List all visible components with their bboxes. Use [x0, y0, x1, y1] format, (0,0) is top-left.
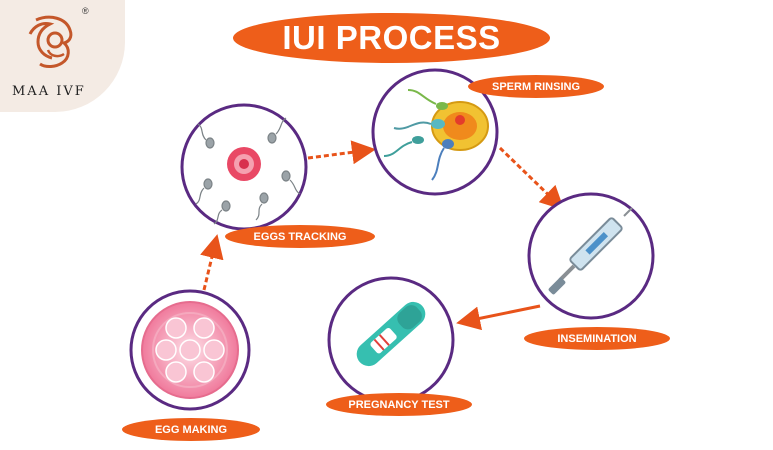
egg-with-sperm-icon — [195, 117, 301, 225]
diagram-title: IUI PROCESS — [233, 13, 550, 63]
brand-logo: ® MAA IVF — [0, 0, 125, 112]
arrow-egg-making-to-eggs-tracking — [200, 234, 224, 291]
step-circle-eggs-tracking — [180, 103, 308, 231]
sperm-penetrating-egg-icon — [383, 89, 489, 181]
pregnancy-test-stick-icon — [356, 301, 426, 367]
mother-baby-logo-icon — [28, 15, 73, 68]
egg-cell-cluster-icon — [141, 301, 239, 399]
brand-name: MAA IVF — [12, 84, 86, 99]
arrow-sperm-rinsing-to-insemination — [498, 146, 565, 211]
step-circle-sperm-rinsing — [371, 68, 499, 196]
step-circle-insemination — [527, 192, 655, 320]
step-label-egg-making: EGG MAKING — [122, 418, 260, 441]
step-label-eggs-tracking: EGGS TRACKING — [225, 225, 375, 248]
registered-mark: ® — [82, 6, 89, 16]
flow-arrows — [200, 140, 565, 331]
step-label-insemination: INSEMINATION — [524, 327, 670, 350]
step-label-pregnancy-test: PREGNANCY TEST — [326, 393, 472, 416]
arrow-insemination-to-pregnancy-test — [456, 304, 541, 331]
step-label-sperm-rinsing: SPERM RINSING — [468, 75, 604, 98]
arrow-eggs-tracking-to-sperm-rinsing — [307, 140, 376, 165]
step-circle-pregnancy-test — [327, 276, 455, 404]
step-circle-egg-making — [129, 289, 251, 411]
syringe-icon — [548, 207, 633, 295]
